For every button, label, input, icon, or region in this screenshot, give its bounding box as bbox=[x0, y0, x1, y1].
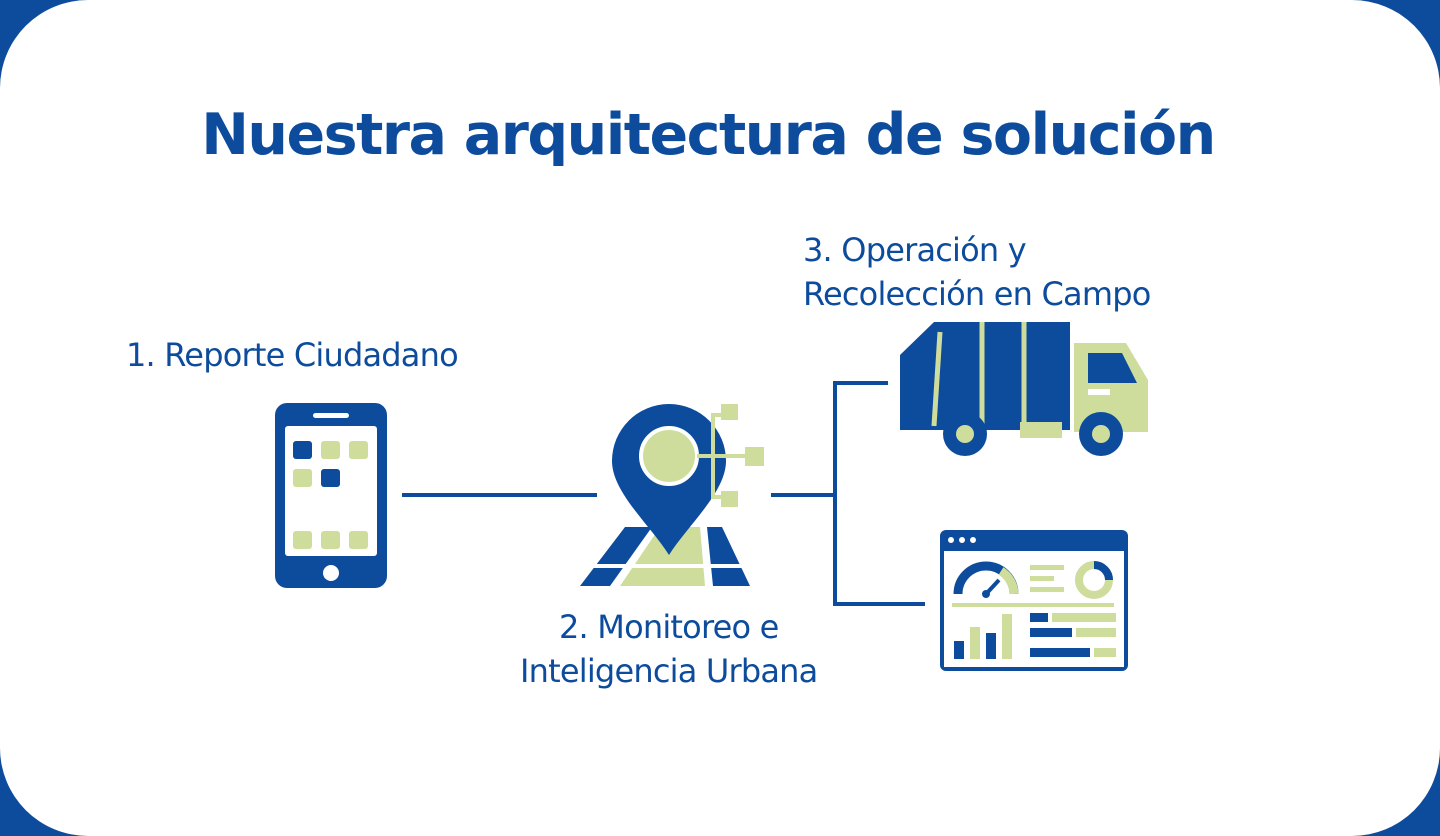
connectors bbox=[402, 381, 925, 606]
node-label-operacion-line-1: 3. Operación y bbox=[803, 231, 1027, 269]
node-label-reporte-line-1: 1. Reporte Ciudadano bbox=[126, 336, 459, 374]
node-label-operacion: 3. Operación y Recolección en Campo bbox=[803, 228, 1151, 316]
page-title: Nuestra arquitectura de solución bbox=[201, 102, 1216, 168]
map-pin-network-icon bbox=[580, 404, 764, 586]
node-label-reporte: 1. Reporte Ciudadano bbox=[126, 333, 459, 377]
node-label-monitoreo-line-2: Inteligencia Urbana bbox=[520, 652, 818, 690]
smartphone-icon bbox=[275, 403, 387, 588]
dashboard-icon bbox=[940, 530, 1128, 671]
node-label-monitoreo-line-1: 2. Monitoreo e bbox=[558, 608, 779, 646]
node-label-monitoreo: 2. Monitoreo e Inteligencia Urbana bbox=[520, 605, 818, 693]
node-label-operacion-line-2: Recolección en Campo bbox=[803, 275, 1151, 313]
garbage-truck-icon bbox=[900, 322, 1148, 456]
